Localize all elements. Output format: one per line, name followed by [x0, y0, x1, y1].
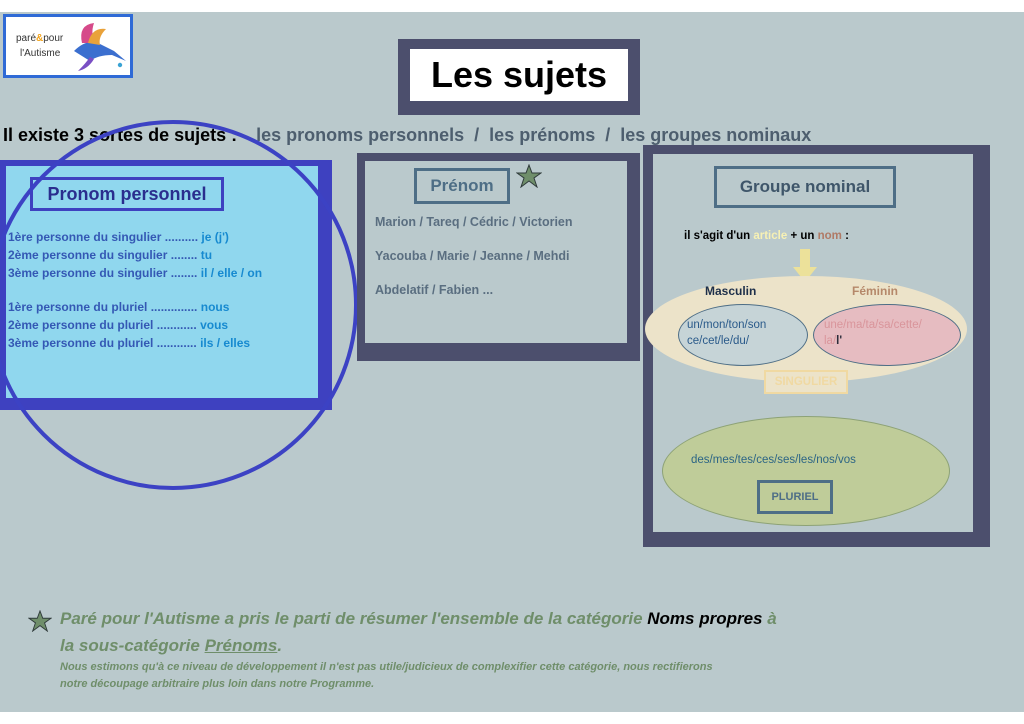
groupe-heading-text: Groupe nominal	[717, 169, 893, 205]
prenom-line: Abdelatif / Fabien ...	[375, 283, 494, 297]
footnote-small-line: Nous estimons qu'à ce niveau de développ…	[60, 661, 713, 673]
page-title: Les sujets	[410, 49, 628, 101]
title-frame: Les sujets	[398, 39, 640, 115]
prenom-panel-inner: Prénom Marion / Tareq / Cédric / Victori…	[365, 161, 627, 343]
footnote-line2: la sous-catégorie Prénoms.	[60, 636, 282, 656]
feminin-ellipse: une/ma/ta/sa/cette/la/l'	[813, 304, 961, 366]
arrow-down-icon	[793, 249, 817, 282]
desc-part: il s'agit d'un	[684, 230, 754, 242]
singulier-label: SINGULIER	[764, 370, 848, 394]
pluriel-articles: des/mes/tes/ces/ses/les/nos/vos	[691, 454, 856, 466]
star-icon	[516, 164, 542, 188]
pluriel-label-text: PLURIEL	[760, 483, 830, 511]
logo-text-line1: paré&pour	[16, 33, 63, 44]
footnote-emphasis: Noms propres	[647, 609, 763, 628]
groupe-panel: Groupe nominal il s'agit d'un article + …	[643, 145, 990, 547]
logo-text-line2: l'Autisme	[20, 48, 61, 59]
logo: paré&pour l'Autisme	[3, 14, 133, 78]
desc-part: :	[841, 230, 849, 242]
feminin-line: une/ma/ta/sa/cette/	[824, 319, 922, 331]
footnote-small-line: notre découpage arbitraire plus loin dan…	[60, 678, 375, 690]
feminin-articles: une/ma/ta/sa/cette/la/l'	[824, 317, 922, 349]
feminin-label: Féminin	[852, 284, 899, 298]
pluriel-label: PLURIEL	[757, 480, 833, 514]
masculin-articles: un/mon/ton/son ce/cet/le/du/	[687, 317, 766, 349]
prenom-line: Marion / Tareq / Cédric / Victorien	[375, 215, 573, 229]
footnote-text: à	[762, 609, 777, 628]
footnote-emphasis: Prénoms	[204, 636, 278, 655]
masculin-ellipse: un/mon/ton/son ce/cet/le/du/	[678, 304, 808, 366]
groupe-panel-inner: Groupe nominal il s'agit d'un article + …	[645, 154, 973, 532]
prenom-heading: Prénom	[414, 168, 510, 204]
footnote-text: Paré pour l'Autisme a pris le parti de r…	[60, 609, 648, 628]
desc-nom: nom	[817, 230, 842, 242]
groupe-heading: Groupe nominal	[714, 166, 896, 208]
logo-word-pare: paré	[16, 33, 37, 44]
logo-ampersand: &	[36, 33, 44, 44]
highlight-circle	[0, 120, 358, 490]
prenom-line: Yacouba / Marie / Jeanne / Mehdi	[375, 249, 570, 263]
masculin-label: Masculin	[705, 284, 757, 298]
intro-items: les pronoms personnels / les prénoms / l…	[256, 125, 812, 145]
logo-word-pour: pour	[43, 33, 64, 44]
masculin-line: un/mon/ton/son	[687, 319, 767, 331]
groupe-description: il s'agit d'un article + un nom :	[684, 230, 849, 242]
prenom-heading-text: Prénom	[417, 171, 507, 201]
footnote-text: .	[277, 636, 283, 655]
feminin-apostrophe: l'	[836, 335, 843, 347]
feminin-line: la/	[824, 335, 837, 347]
desc-part: + un	[787, 230, 818, 242]
intro-sentence: Il existe 3 sortes de sujets : les prono…	[3, 125, 811, 146]
masculin-line: ce/cet/le/du/	[687, 335, 750, 347]
footnote-text: la sous-catégorie	[60, 636, 205, 655]
desc-article: article	[753, 230, 788, 242]
prenom-panel: Prénom Marion / Tareq / Cédric / Victori…	[357, 153, 640, 361]
hummingbird-icon	[74, 23, 126, 71]
star-icon	[28, 610, 52, 632]
footnote-line1: Paré pour l'Autisme a pris le parti de r…	[60, 609, 777, 629]
